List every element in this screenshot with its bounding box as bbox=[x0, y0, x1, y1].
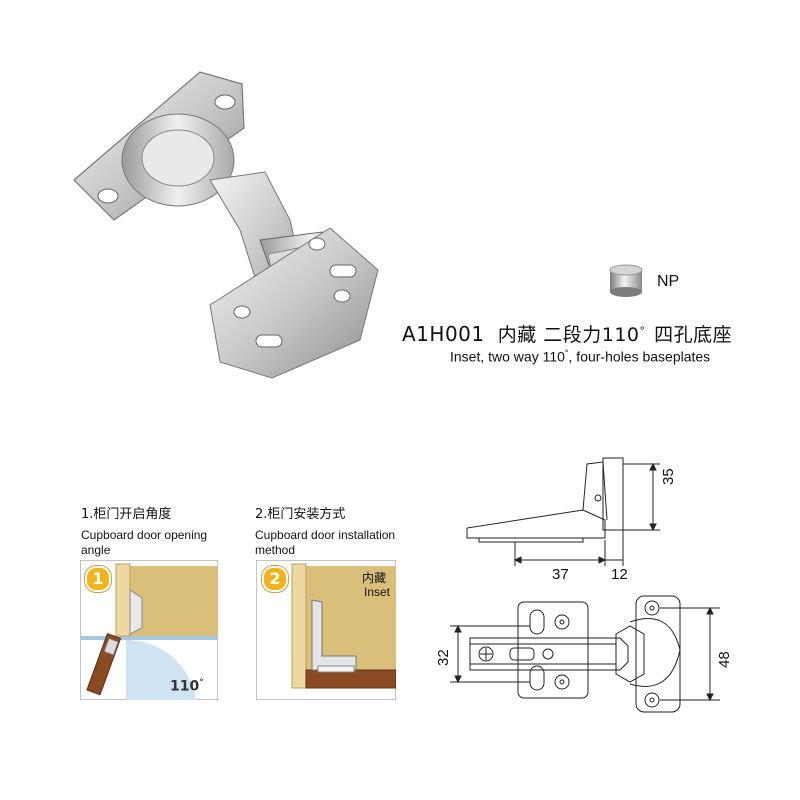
product-code: A1H001 bbox=[402, 322, 485, 346]
panel1-heading-en-1: Cupboard door opening bbox=[81, 528, 208, 542]
product-title: A1H001 内藏 二段力110° 四孔底座 bbox=[402, 320, 732, 347]
product-subtitle: Inset, two way 110°, four-holes baseplat… bbox=[450, 348, 710, 365]
angle-value: 110 bbox=[170, 678, 200, 695]
top-view-drawing bbox=[450, 595, 720, 713]
install-mode-en: Inset bbox=[364, 585, 391, 599]
degree-symbol: ° bbox=[639, 324, 646, 338]
panel2-heading-en-1: Cupboard door installation bbox=[255, 528, 396, 542]
dim-hole-spacing: 32 bbox=[435, 649, 452, 666]
dim-offset: 12 bbox=[611, 566, 628, 583]
dim-plate-length: 48 bbox=[716, 651, 733, 668]
angle-label: 110° bbox=[170, 678, 204, 695]
angle-degree: ° bbox=[199, 678, 204, 688]
subtitle-prefix: Inset, two way 110 bbox=[450, 348, 565, 365]
hinge-photo bbox=[73, 71, 379, 379]
panel1-heading-en-2: angle bbox=[81, 543, 111, 557]
panel2-heading-en-2: method bbox=[255, 543, 296, 557]
panel1-heading-cn: 1.柜门开启角度 bbox=[81, 507, 172, 522]
panel2-heading-cn: 2.柜门安装方式 bbox=[255, 507, 346, 522]
install-mode-cn: 内藏 bbox=[362, 571, 387, 585]
product-title-cn: 内藏 二段力110 bbox=[497, 324, 640, 346]
subtitle-degree: ° bbox=[564, 348, 569, 358]
subtitle-suffix: , four-holes baseplates bbox=[568, 348, 711, 365]
step-badge-2: 2 bbox=[262, 566, 288, 592]
side-view-drawing bbox=[466, 457, 660, 566]
finish-swatch-icon bbox=[609, 264, 643, 297]
product-title-cn-tail: 四孔底座 bbox=[654, 324, 733, 346]
opening-angle-diagram bbox=[80, 560, 218, 700]
finish-label: NP bbox=[657, 273, 680, 290]
dim-height: 35 bbox=[660, 468, 677, 485]
step-badge-1: 1 bbox=[85, 566, 111, 592]
dim-depth: 37 bbox=[552, 566, 569, 583]
